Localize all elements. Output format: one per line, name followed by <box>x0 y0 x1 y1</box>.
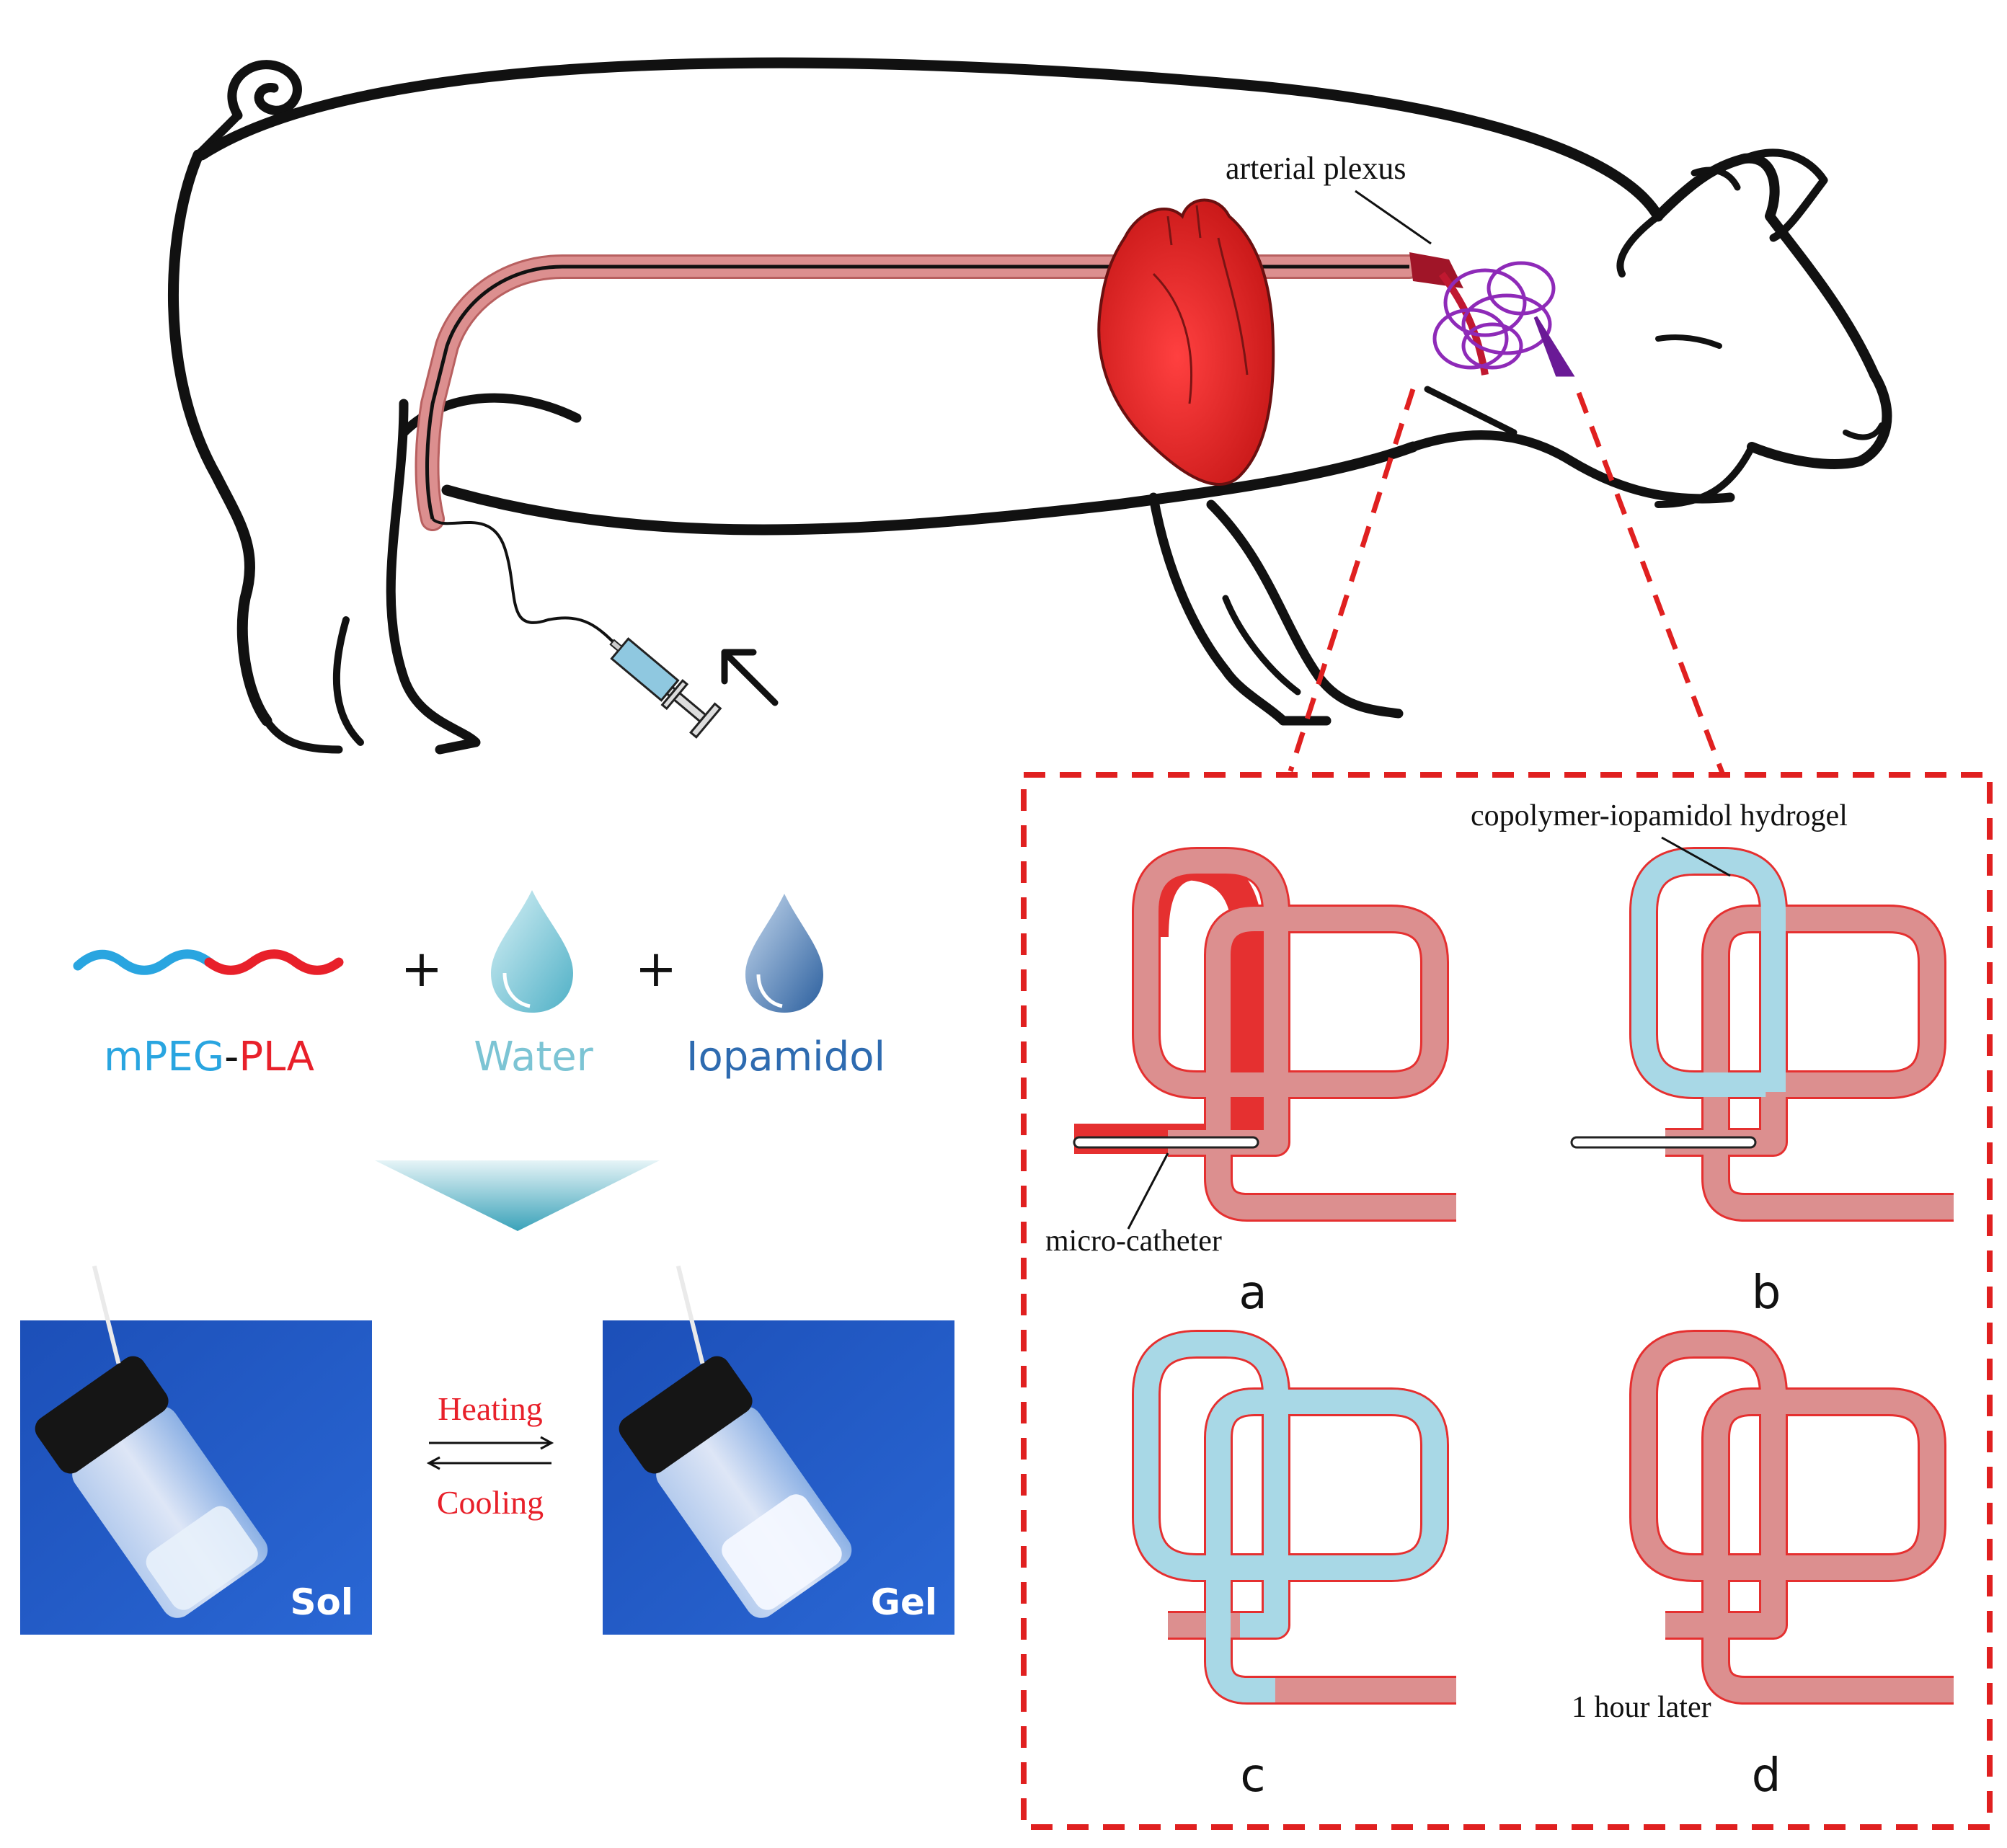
vessel-lumen <box>1631 1332 1954 1702</box>
pig-outline <box>167 57 1892 755</box>
vial-icon <box>619 1265 852 1618</box>
one-hour-later-label: 1 hour later <box>1572 1691 1711 1724</box>
micro-catheter-label: micro-catheter <box>1045 1225 1222 1258</box>
sol-photo: Sol <box>20 1265 372 1635</box>
pla-label: PLA <box>239 1034 314 1080</box>
micro-catheter-pointer <box>1127 1152 1169 1230</box>
panel-d-letter: d <box>1752 1749 1781 1803</box>
zoom-lines <box>1288 388 1726 776</box>
panel-c-letter: c <box>1240 1749 1265 1803</box>
panel-a-letter: a <box>1239 1266 1267 1320</box>
plus-sign-2: + <box>635 939 678 998</box>
hydrogel-label: copolymer-iopamidol hydrogel <box>1471 799 1848 832</box>
gel-photo: Gel <box>603 1265 954 1635</box>
arterial-plexus-label: arterial plexus <box>1226 151 1406 186</box>
aorta-vessel <box>415 254 1422 650</box>
micro-catheter <box>1570 1136 1757 1149</box>
iopamidol-label: Iopamidol <box>686 1034 885 1080</box>
plexus-panel-c <box>1132 1330 1456 1705</box>
plus-sign-1: + <box>401 939 443 998</box>
gel-label: Gel <box>871 1581 937 1623</box>
mpeg-pla-dash: - <box>224 1034 239 1080</box>
hydrogel-fill <box>1134 1332 1456 1702</box>
funnel-arrow-icon <box>375 1160 660 1231</box>
cooling-label: Cooling <box>437 1484 544 1521</box>
copolymer-chain <box>73 949 344 975</box>
svg-text:mPEG-PLA: mPEG-PLA <box>104 1034 314 1080</box>
zoom-box <box>1021 772 1993 1830</box>
vial-icon <box>35 1265 268 1618</box>
arterial-plexus <box>1409 252 1575 377</box>
iopamidol-drop-icon <box>745 894 823 1013</box>
micro-catheter <box>1073 1136 1259 1149</box>
plexus-panel-a <box>1073 847 1456 1222</box>
vessel-lumen <box>1134 849 1456 1220</box>
water-label: Water <box>474 1034 594 1080</box>
mpeg-label: mPEG <box>104 1034 224 1080</box>
sol-label: Sol <box>291 1581 354 1623</box>
equilibrium-arrows <box>426 1436 554 1470</box>
hydrogel-pointer <box>1661 836 1731 877</box>
arrow-icon <box>721 649 779 706</box>
water-drop-icon <box>491 890 573 1013</box>
syringe-icon <box>609 637 722 739</box>
panel-b-letter: b <box>1752 1266 1781 1320</box>
plexus-panel-d <box>1629 1330 1954 1705</box>
heating-label: Heating <box>438 1390 543 1427</box>
heart-icon <box>1097 198 1275 486</box>
arterial-plexus-pointer <box>1355 190 1432 245</box>
plexus-panel-b <box>1570 847 1954 1222</box>
